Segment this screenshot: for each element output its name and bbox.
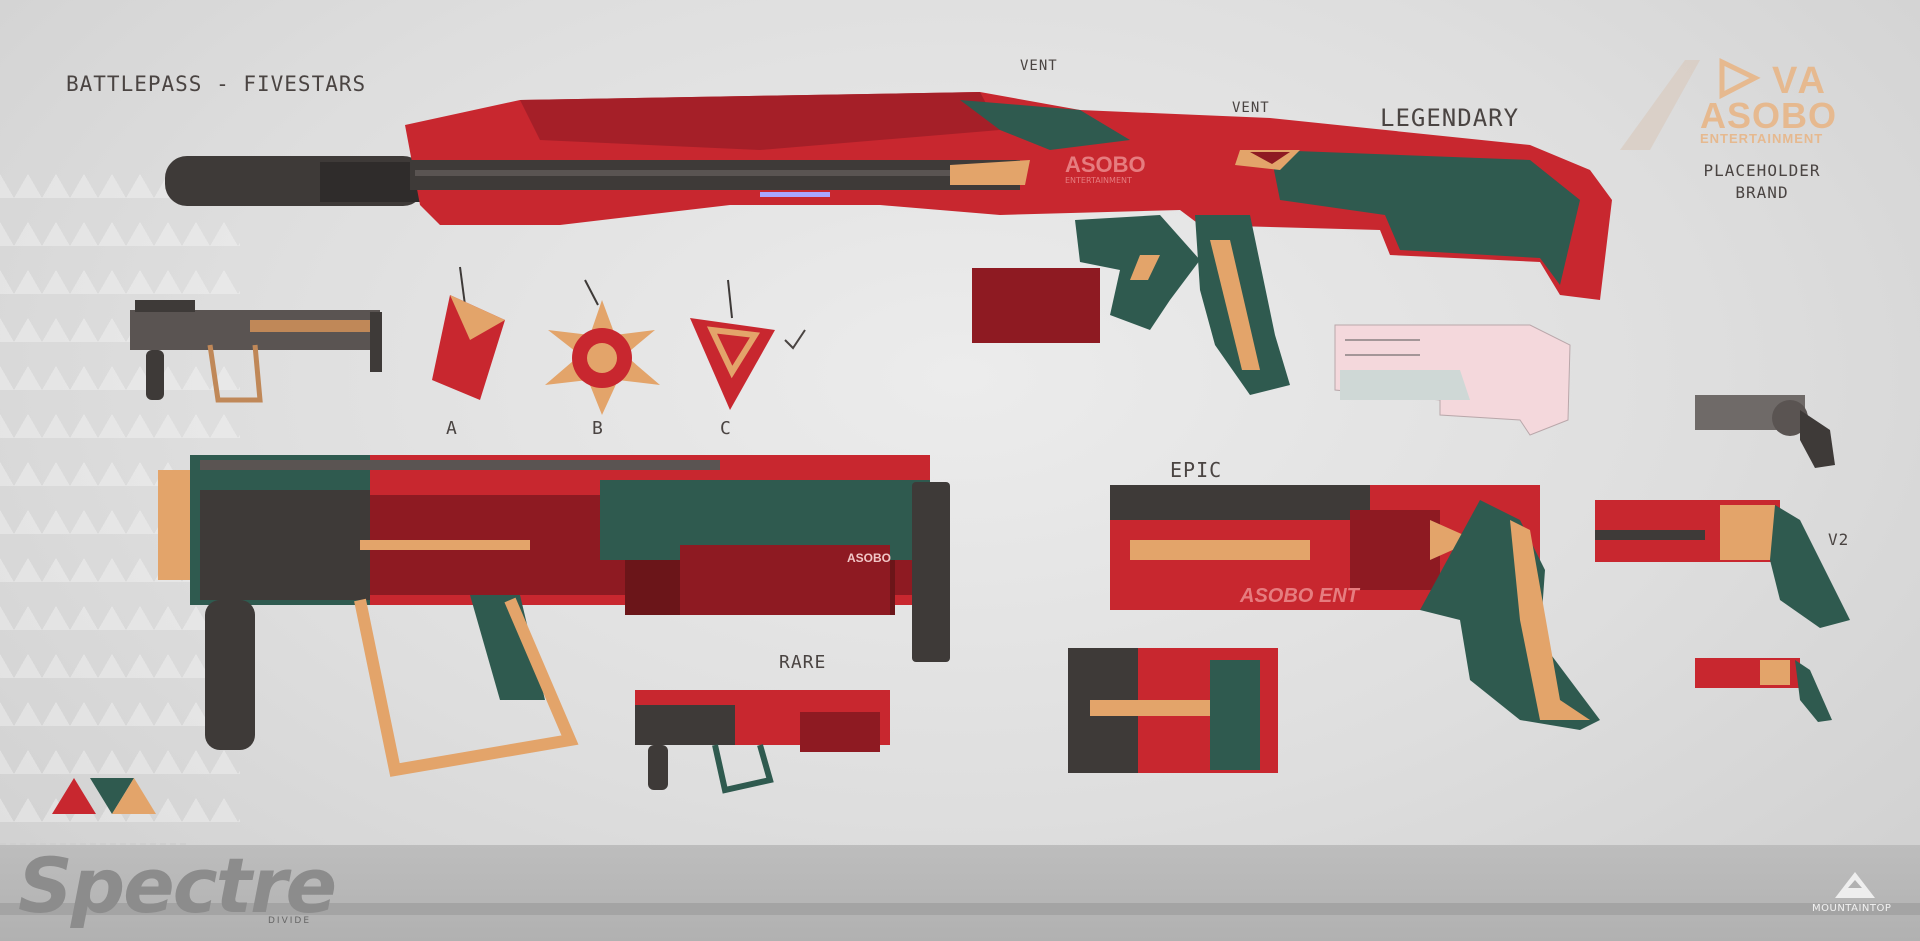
mountaintop-label: MOUNTAINTOP xyxy=(1812,903,1892,914)
rifle-decal-asobo: ASOBO xyxy=(1065,152,1146,177)
footer-stripe xyxy=(0,903,1920,915)
placeholder-line-1: PLACEHOLDER xyxy=(1703,161,1821,180)
sheet-title: BATTLEPASS - FIVESTARS xyxy=(66,72,367,96)
placeholder-brand-note: PLACEHOLDER BRAND xyxy=(1697,160,1827,204)
rifle-decal-entertainment: ENTERTAINMENT xyxy=(1065,176,1132,185)
charm-label-c: C xyxy=(720,418,732,439)
charm-label-a: A xyxy=(446,418,458,439)
revolver-decal: ASOBO ENT xyxy=(1240,585,1359,607)
divide-sublogo: DIVIDE xyxy=(268,916,312,926)
legendary-label: LEGENDARY xyxy=(1380,104,1520,132)
charm-label-b: B xyxy=(592,418,604,439)
brand-entertainment: ENTERTAINMENT xyxy=(1700,131,1824,146)
brand-asobo: ASOBO xyxy=(1700,95,1838,136)
v2-label: V2 xyxy=(1828,530,1850,549)
rare-label: RARE xyxy=(779,652,827,673)
footer-band xyxy=(0,845,1920,941)
vent-callout-top: VENT xyxy=(1020,58,1058,74)
placeholder-line-2: BRAND xyxy=(1735,183,1789,202)
vent-callout-mid: VENT xyxy=(1232,100,1270,116)
smg-decal-asobo: ASOBO xyxy=(847,551,892,565)
spectre-logo: Spectre xyxy=(18,841,337,930)
epic-label: EPIC xyxy=(1170,458,1223,482)
brand-va: VA xyxy=(1772,60,1828,102)
